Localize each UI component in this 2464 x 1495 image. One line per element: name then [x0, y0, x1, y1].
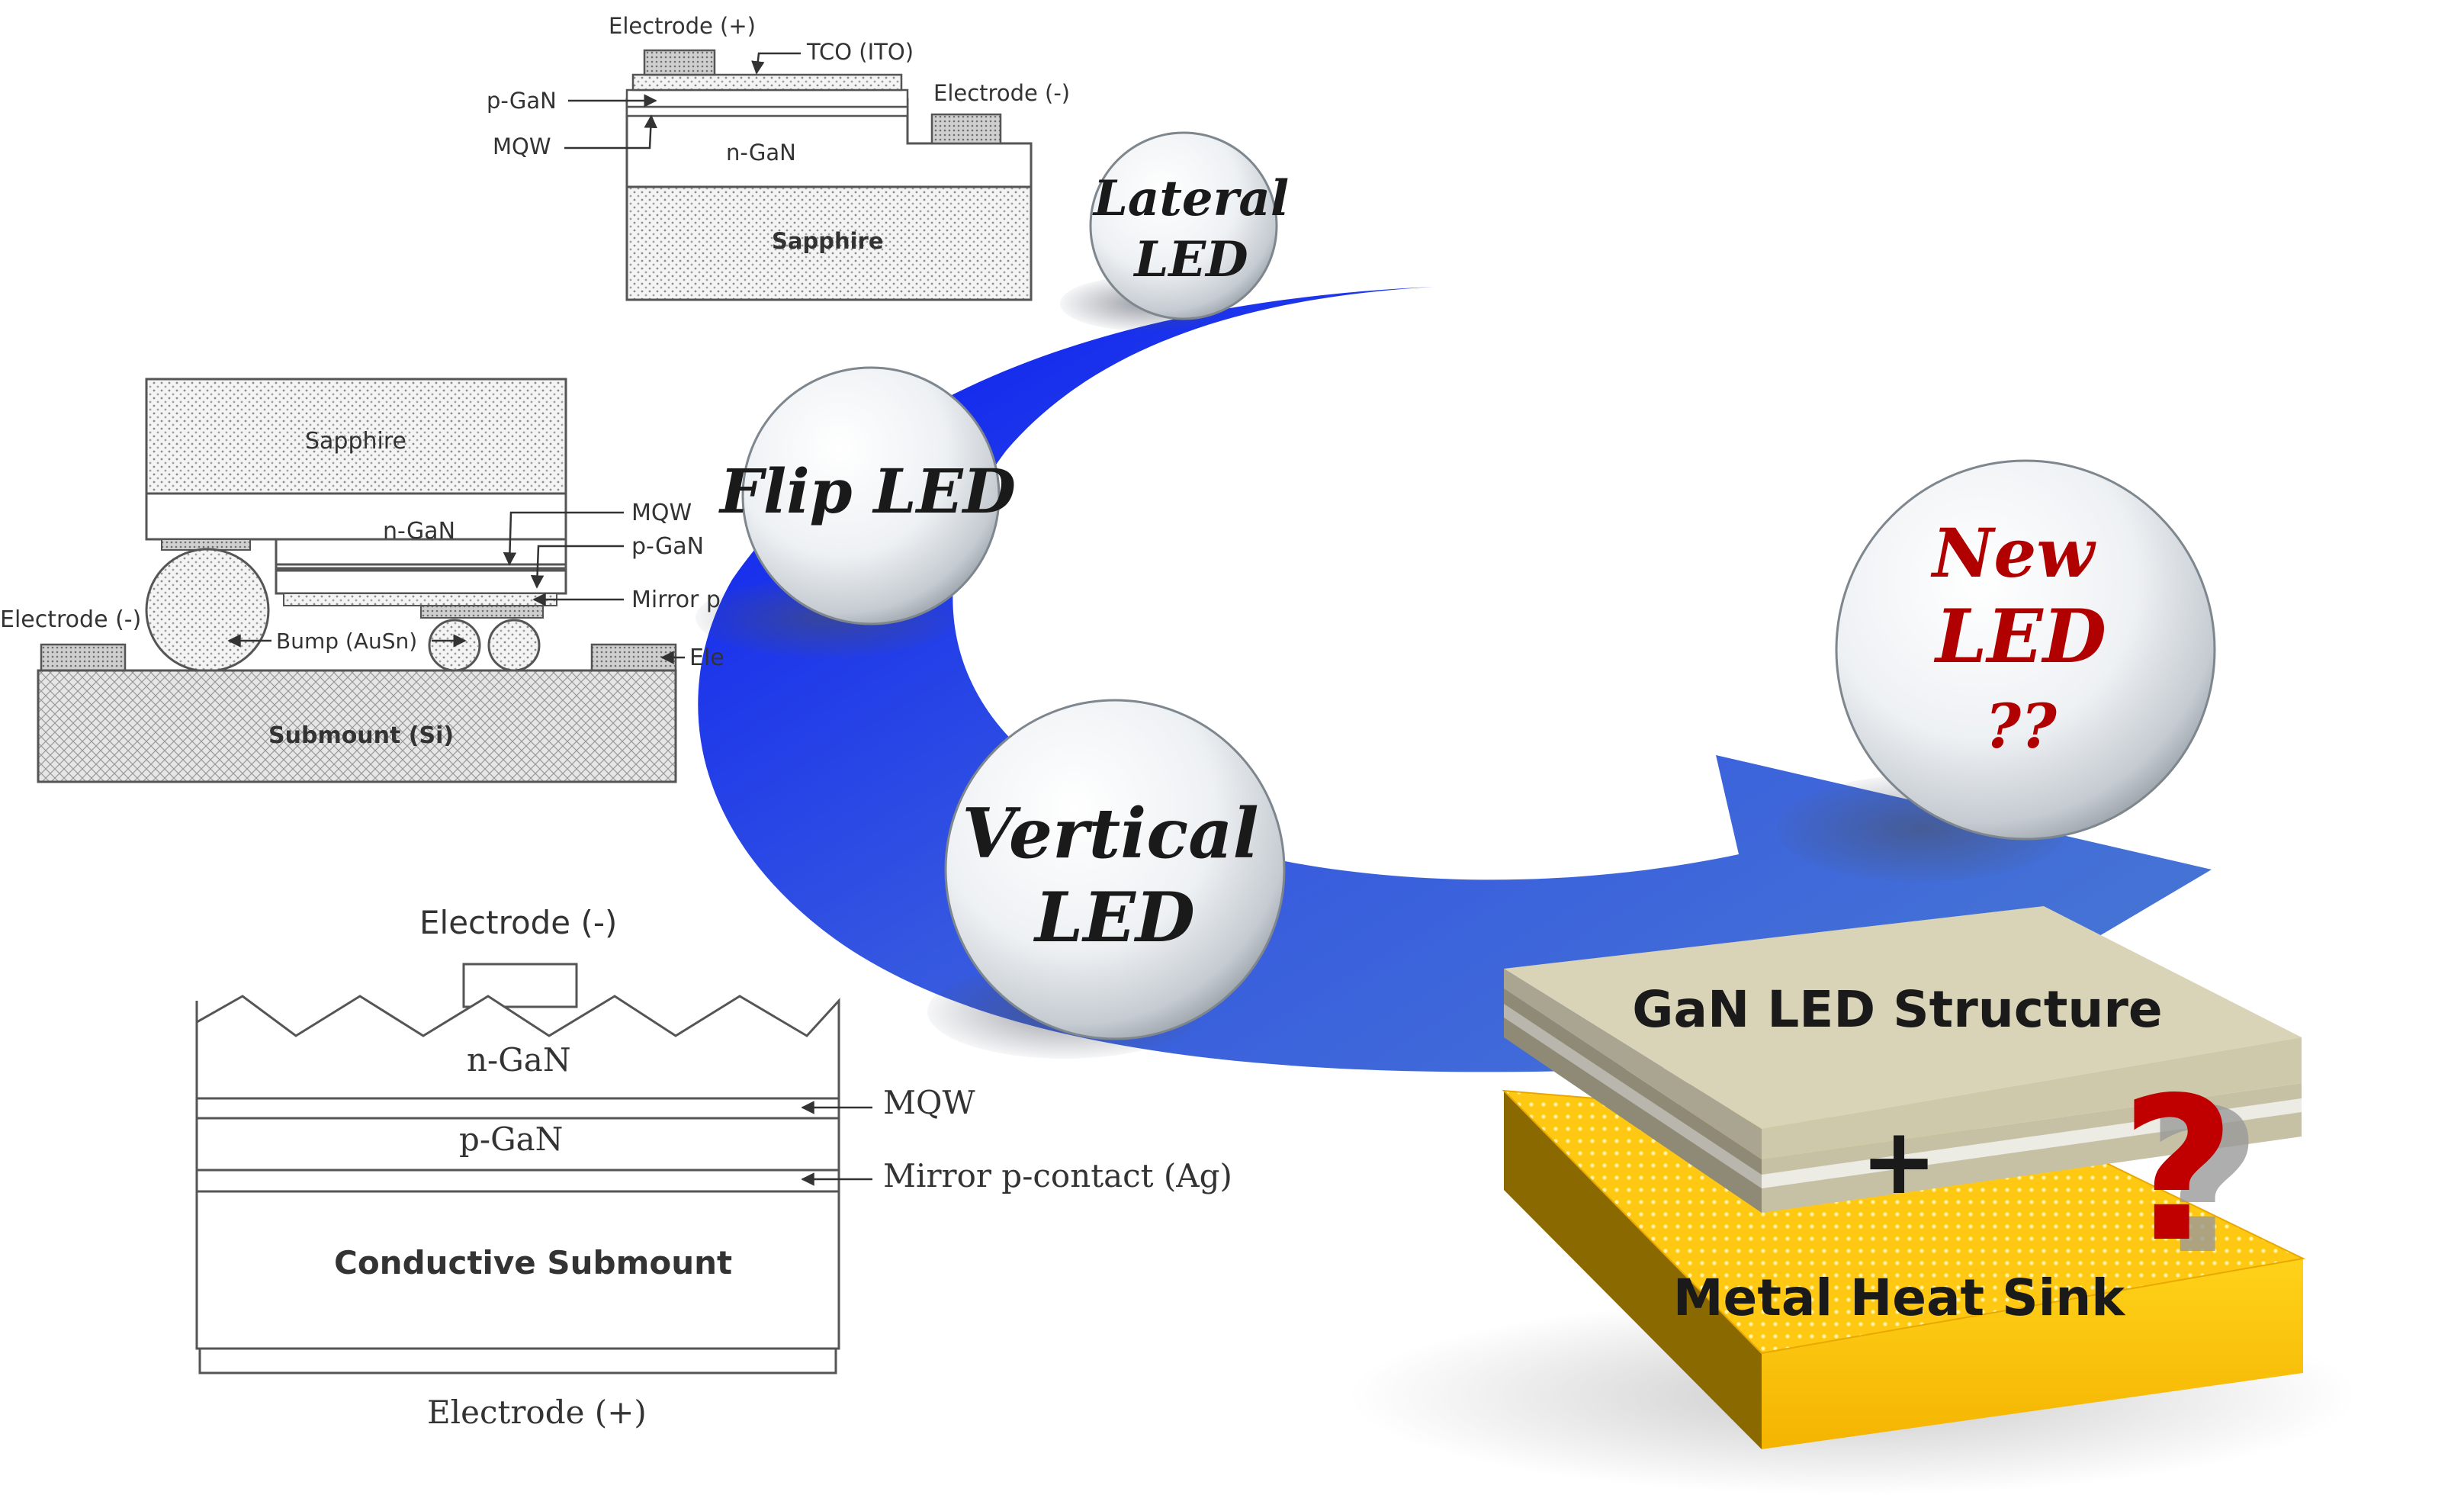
bubble-lateral-line2: LED	[1132, 231, 1248, 288]
lateral-mqw-label: MQW	[493, 133, 551, 159]
lateral-sapphire-label: Sapphire	[772, 228, 884, 254]
flip-bump-small-2	[487, 619, 541, 672]
flip-n-gan-layer	[145, 492, 567, 541]
lateral-p-gan-label: p-GaN	[487, 88, 557, 114]
lateral-electrode-pos-label: Electrode (+)	[609, 13, 756, 39]
vertical-electrode-pos-label: Electrode (+)	[427, 1394, 647, 1431]
bubble-new-line1: New	[1930, 513, 2096, 593]
metal-heat-sink-side	[1504, 1091, 1762, 1449]
flip-p-gan-label: p-GaN	[631, 533, 704, 560]
vertical-electrode-neg-label: Electrode (-)	[419, 904, 617, 941]
lateral-tco-label: TCO (ITO)	[806, 39, 914, 65]
flip-submount-label: Submount (Si)	[268, 722, 454, 749]
flip-n-gan-label: n-GaN	[383, 518, 455, 545]
bubble-vertical-led: Vertical LED	[927, 699, 1286, 1059]
vertical-mirror-layer	[195, 1169, 840, 1193]
plus-sign: +	[1861, 1109, 1938, 1215]
vertical-electrode-pos-layer	[198, 1347, 837, 1374]
bubble-flip-label: Flip LED	[718, 455, 1016, 527]
vertical-led-diagram: Electrode (-) n-GaN MQW p-GaN Mirror p-c…	[195, 904, 1232, 1431]
flip-bump-small-1	[428, 619, 481, 672]
lateral-electrode-neg	[930, 113, 1002, 145]
vertical-mqw-label: MQW	[883, 1084, 975, 1121]
metal-heat-sink-label: Metal Heat Sink	[1673, 1268, 2126, 1327]
flip-electrode-neg-label: Electrode (-)	[0, 606, 141, 633]
gan-structure-stripe	[1762, 1098, 2302, 1188]
vertical-mqw-layer	[195, 1097, 840, 1120]
lateral-electrode-pos	[643, 49, 716, 76]
flip-bump-large	[145, 548, 270, 673]
flip-electrode-pos-partial-label: Ele	[689, 645, 724, 671]
bubble-sphere	[944, 699, 1286, 1040]
bubble-new-line2: LED	[1933, 593, 2106, 680]
bubble-sphere	[1835, 459, 2216, 841]
flip-p-gan-layer	[275, 569, 567, 595]
bubble-new-line3: ??	[1985, 690, 2058, 762]
vertical-p-gan-layer	[195, 1117, 840, 1172]
vertical-submount-layer	[195, 1190, 840, 1350]
metal-heat-sink-front	[1762, 1259, 2303, 1449]
lateral-p-gan-layer	[625, 88, 909, 108]
question-mark-shadow: ?	[2147, 1068, 2262, 1298]
lateral-electrode-neg-label: Electrode (-)	[933, 80, 1070, 106]
lateral-mqw-layer	[625, 105, 909, 117]
bubble-sphere	[1089, 131, 1278, 320]
flip-mirror-layer	[283, 593, 557, 606]
bubble-vertical-line1: Vertical	[962, 793, 1258, 874]
vertical-n-gan-label: n-GaN	[467, 1041, 571, 1079]
lateral-led-diagram: Electrode (+) TCO (ITO) Electrode (-) p-…	[487, 13, 1070, 301]
flip-led-diagram: Sapphire n-GaN MQW p-GaN Mirror p Electr…	[0, 378, 724, 783]
bubble-lateral-led: Lateral LED	[1060, 131, 1289, 331]
gan-structure-label: GaN LED Structure	[1632, 980, 2162, 1039]
vertical-n-gan-layer	[195, 995, 840, 1100]
vertical-p-gan-label: p-GaN	[459, 1120, 563, 1158]
flip-pad-right	[420, 605, 544, 619]
bubble-vertical-line2: LED	[1033, 877, 1195, 958]
flip-sapphire-label: Sapphire	[305, 428, 406, 455]
vertical-electrode-neg-pad	[462, 963, 578, 1008]
gan-structure-top	[1504, 906, 2302, 1129]
lateral-tco-layer	[631, 73, 903, 92]
gan-plus-metal-blocks: GaN LED Structure + Metal Heat Sink ? ?	[1350, 906, 2356, 1495]
gan-structure-front-edge	[1762, 1037, 2302, 1159]
lateral-n-gan-label: n-GaN	[726, 140, 796, 166]
vertical-submount-label: Conductive Submount	[334, 1244, 732, 1281]
bubble-lateral-line1: Lateral	[1092, 170, 1289, 227]
vertical-mirror-label: Mirror p-contact (Ag)	[883, 1157, 1232, 1194]
gan-structure-top-edge	[1504, 969, 1762, 1159]
flip-submount-layer	[37, 669, 677, 783]
flip-bump-label: Bump (AuSn)	[276, 629, 417, 654]
bubble-sphere	[741, 366, 1001, 625]
bubble-new-led: New LED ??	[1777, 459, 2216, 882]
bubble-flip-led: Flip LED	[696, 366, 1016, 657]
gan-structure-stripe-side	[1504, 1004, 1762, 1188]
flip-electrode-left	[40, 643, 127, 672]
question-mark: ?	[2121, 1056, 2236, 1286]
flip-mqw-label: MQW	[631, 500, 692, 526]
